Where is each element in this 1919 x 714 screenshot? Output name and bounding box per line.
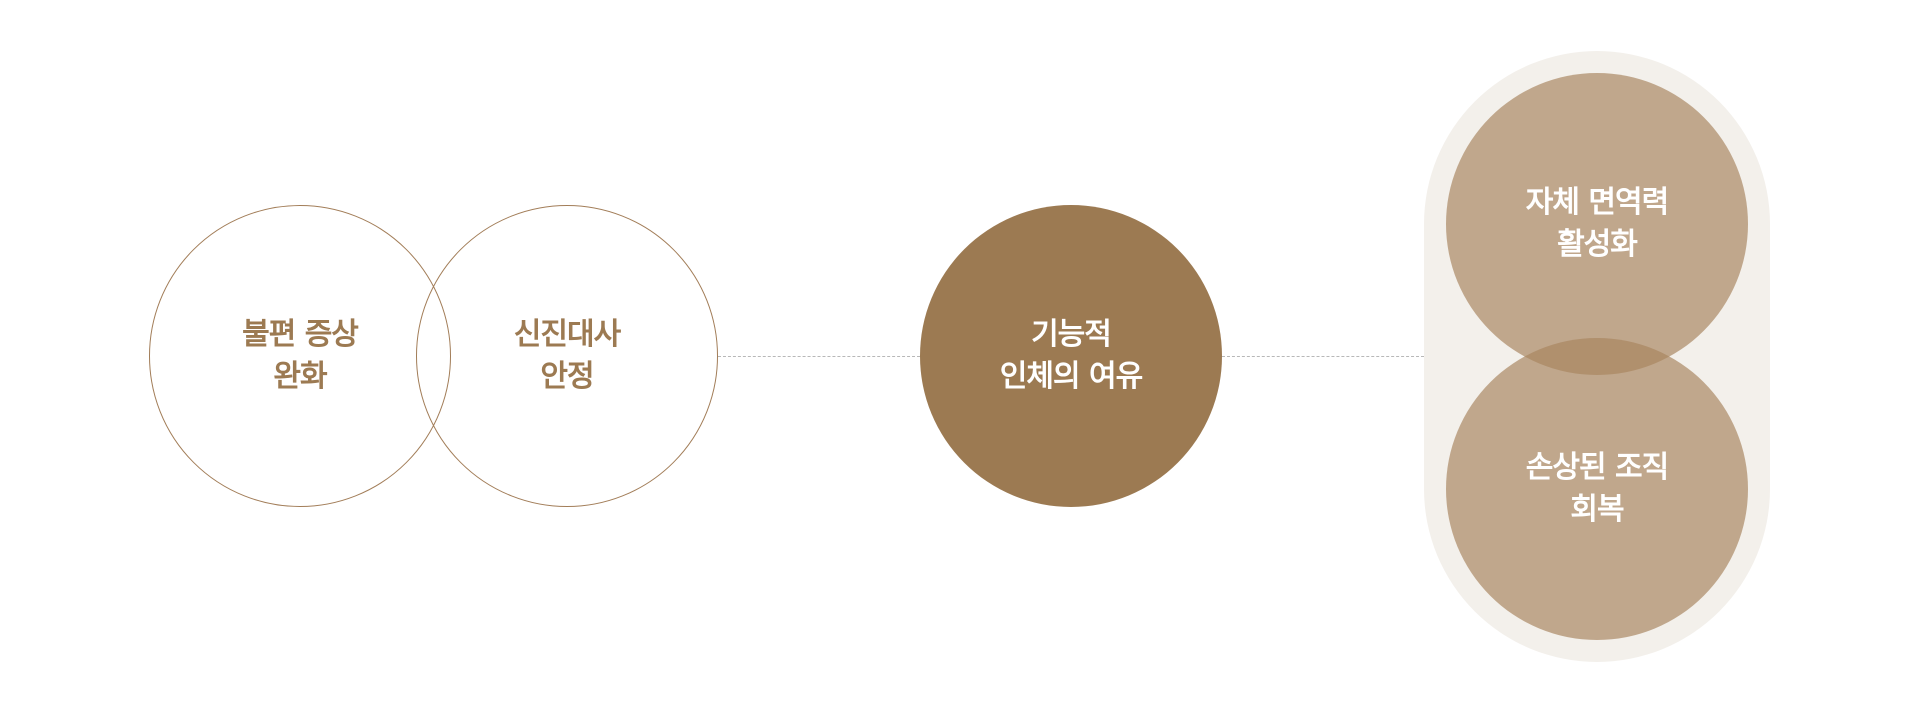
connector-right: [1222, 356, 1424, 357]
circle-functional-margin: 기능적 인체의 여유: [920, 205, 1222, 507]
circle-label: 손상된 조직 회복: [1525, 450, 1669, 527]
circle-label: 신진대사 안정: [513, 317, 621, 394]
circle-label: 기능적 인체의 여유: [999, 317, 1143, 394]
circle-immunity-activation: 자체 면역력 활성화: [1446, 73, 1748, 375]
circle-metabolism-stability: 신진대사 안정: [416, 205, 718, 507]
circle-symptom-relief: 불편 증상 완화: [149, 205, 451, 507]
circle-label: 자체 면역력 활성화: [1525, 185, 1669, 262]
circle-tissue-recovery: 손상된 조직 회복: [1446, 338, 1748, 640]
connector-left: [718, 356, 920, 357]
circle-label: 불편 증상 완화: [242, 317, 359, 394]
